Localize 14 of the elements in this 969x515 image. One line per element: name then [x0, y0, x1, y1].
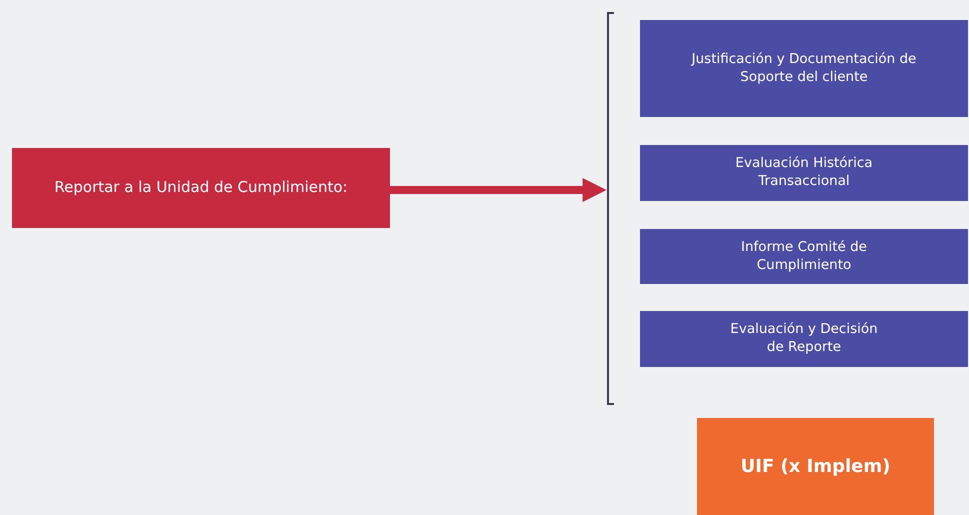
result-box: [697, 418, 934, 515]
box-label: UIF (x Implem): [740, 454, 890, 478]
process-box: [640, 229, 968, 284]
process-box: [640, 311, 968, 367]
process-box: [640, 20, 968, 117]
box-label: Justificación y Documentación de Soporte del cliente: [690, 50, 918, 86]
arrow: [390, 178, 607, 202]
process-box: [640, 145, 968, 201]
bracket: [607, 12, 614, 405]
box-label: Informe Comité de Cumplimiento: [740, 238, 868, 274]
box-label: Reportar a la Unidad de Cumplimiento:: [54, 178, 348, 198]
box-label: Evaluación y Decisión de Reporte: [729, 321, 879, 357]
box-label: Evaluación Histórica Transaccional: [734, 155, 874, 191]
process-box: [12, 148, 390, 228]
